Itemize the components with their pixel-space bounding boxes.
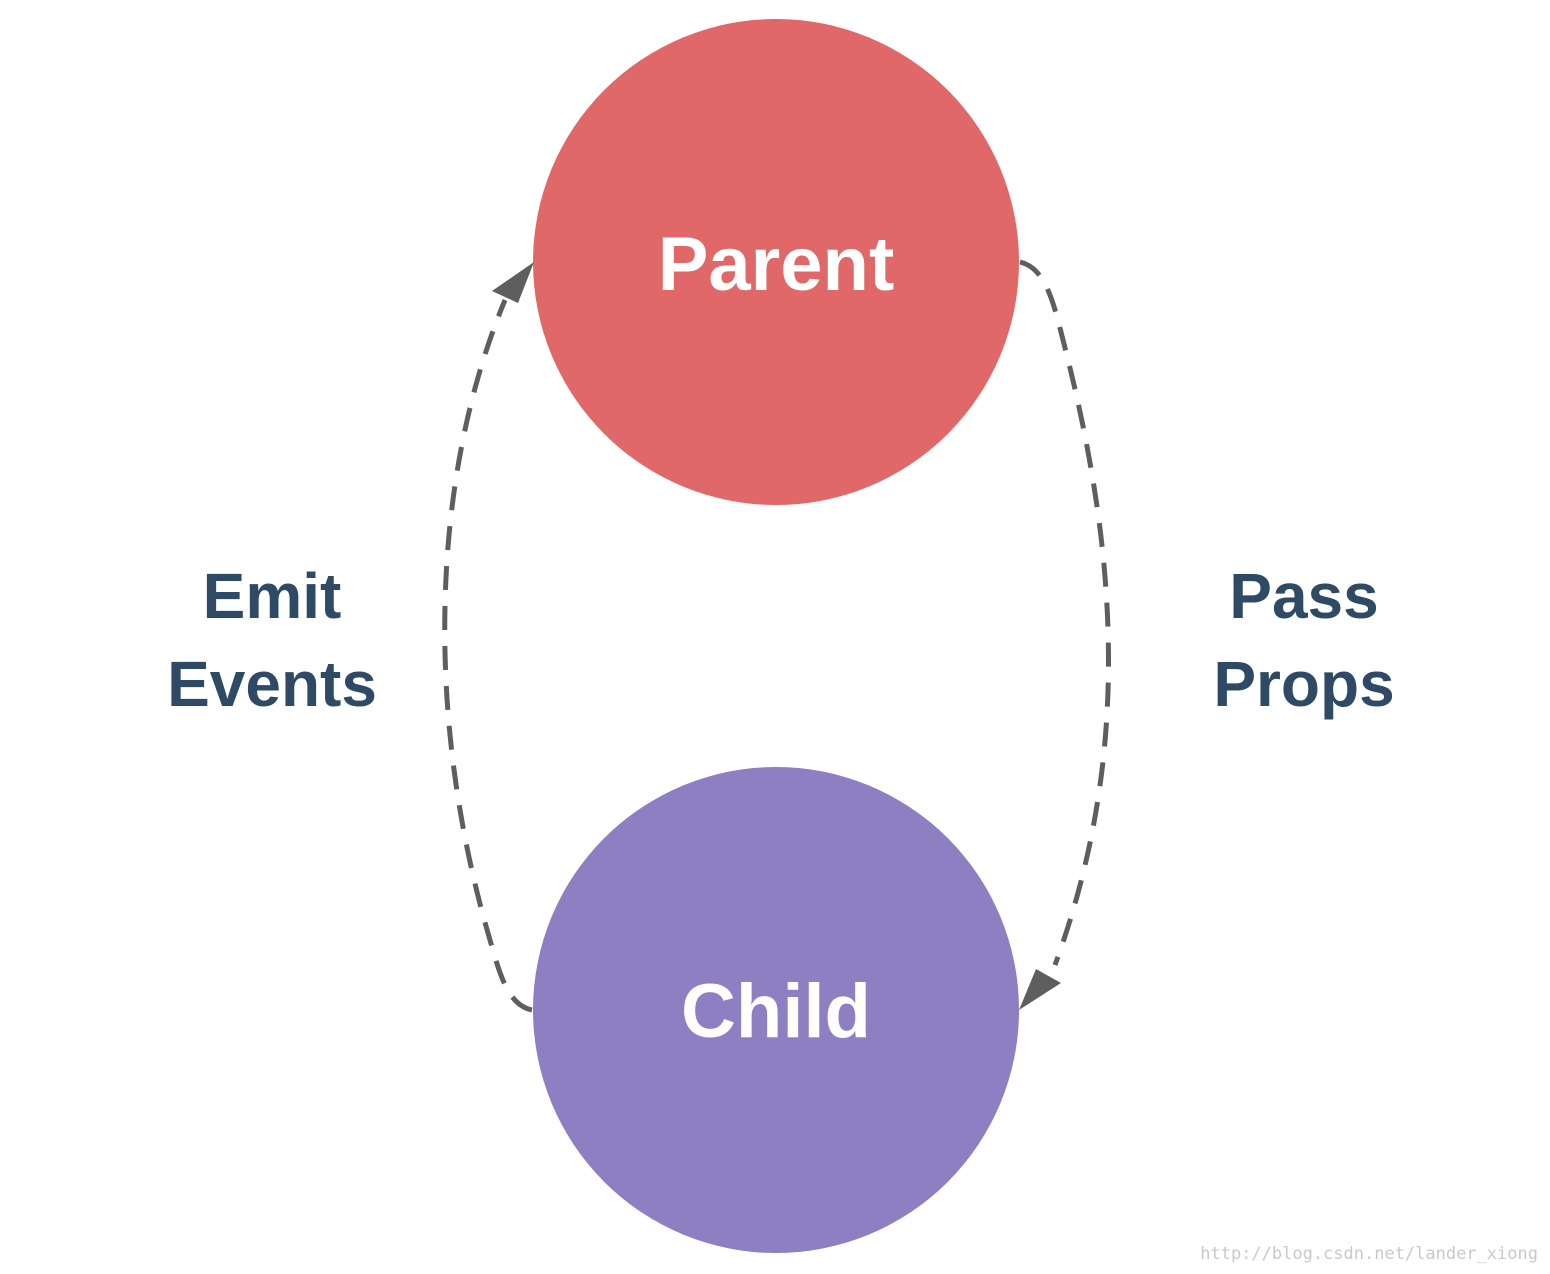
watermark: http://blog.csdn.net/lander_xiong — [1200, 1244, 1538, 1264]
emit-events-label-line2: Events — [167, 648, 377, 720]
child-label: Child — [681, 969, 871, 1054]
child-node — [533, 767, 1019, 1253]
parent-label: Parent — [658, 222, 895, 307]
emit-events-label: Emit — [203, 560, 342, 632]
pass-props-arrow — [1019, 259, 1111, 966]
parent-node — [533, 19, 1019, 505]
pass-props-label-line2: Props — [1213, 648, 1394, 720]
pass-props-label: Pass — [1229, 560, 1378, 632]
emit-events-arrowhead — [492, 262, 534, 303]
pass-props-arrowhead — [1019, 969, 1061, 1010]
emit-events-arrow — [442, 299, 533, 1013]
